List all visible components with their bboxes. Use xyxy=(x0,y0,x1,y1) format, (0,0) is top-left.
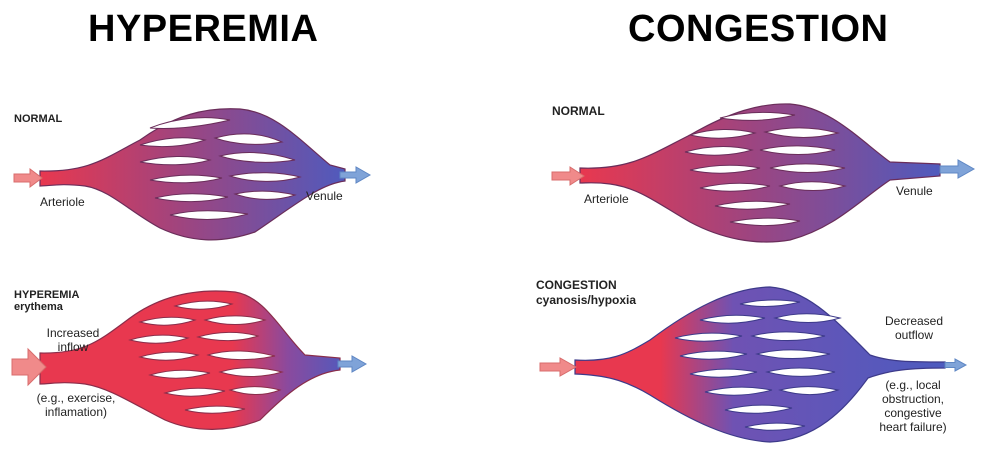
thin-outflow-arrow xyxy=(944,358,968,372)
congestion-state-label: CONGESTION cyanosis/hypoxia xyxy=(536,278,636,308)
congestion-title: CONGESTION xyxy=(628,8,889,50)
outflow-arrow xyxy=(337,355,368,373)
inflow-arrow xyxy=(539,357,578,377)
outflow-arrow xyxy=(939,159,976,179)
hyperemia-active-bed xyxy=(11,290,368,430)
congestion-cause-note: (e.g., local obstruction, congestive hea… xyxy=(858,378,968,434)
congestion-state-line: CONGESTION xyxy=(536,278,617,292)
hyperemia-vessel xyxy=(39,290,341,430)
cause-line-1: (e.g., local xyxy=(885,378,941,392)
inflow-line: inflow xyxy=(57,340,89,354)
arteriole-label: Arteriole xyxy=(584,192,629,206)
congestion-normal-bed xyxy=(551,103,976,243)
normal-label: NORMAL xyxy=(552,104,605,118)
decreased-line: Decreased xyxy=(884,314,944,328)
increased-line: Increased xyxy=(46,326,100,340)
hyperemia-state-label: HYPEREMIA erythema xyxy=(14,289,79,313)
hyperemia-state-line: HYPEREMIA xyxy=(14,289,80,301)
cause-line-2: inflamation) xyxy=(44,405,108,419)
outflow-arrow xyxy=(339,166,372,184)
inflow-arrow xyxy=(13,168,43,188)
cause-line-2: obstruction, xyxy=(881,392,945,406)
large-inflow-arrow xyxy=(11,347,47,387)
decreased-outflow-note: Decreased outflow xyxy=(870,314,958,342)
normal-label: NORMAL xyxy=(14,113,63,125)
hyperemia-normal-bed xyxy=(13,108,372,241)
cause-line-1: (e.g., exercise, xyxy=(36,391,116,405)
erythema-line: erythema xyxy=(14,301,63,313)
hyperemia-title: HYPEREMIA xyxy=(88,8,319,50)
arteriole-label: Arteriole xyxy=(40,195,85,209)
cause-line-4: heart failure) xyxy=(879,420,947,434)
inflow-arrow xyxy=(551,166,585,186)
cause-line-3: congestive xyxy=(884,406,942,420)
congestion-active-bed xyxy=(539,286,968,443)
venule-label: Venule xyxy=(896,184,933,198)
outflow-line: outflow xyxy=(894,328,934,342)
hyperemia-cause-note: (e.g., exercise, inflamation) xyxy=(30,391,122,419)
increased-inflow-note: Increased inflow xyxy=(38,326,108,354)
congestion-normal-vessel xyxy=(579,103,941,243)
venule-label: Venule xyxy=(306,189,343,203)
cyanosis-line: cyanosis/hypoxia xyxy=(536,293,637,307)
hyperemia-normal-vessel xyxy=(39,108,346,241)
